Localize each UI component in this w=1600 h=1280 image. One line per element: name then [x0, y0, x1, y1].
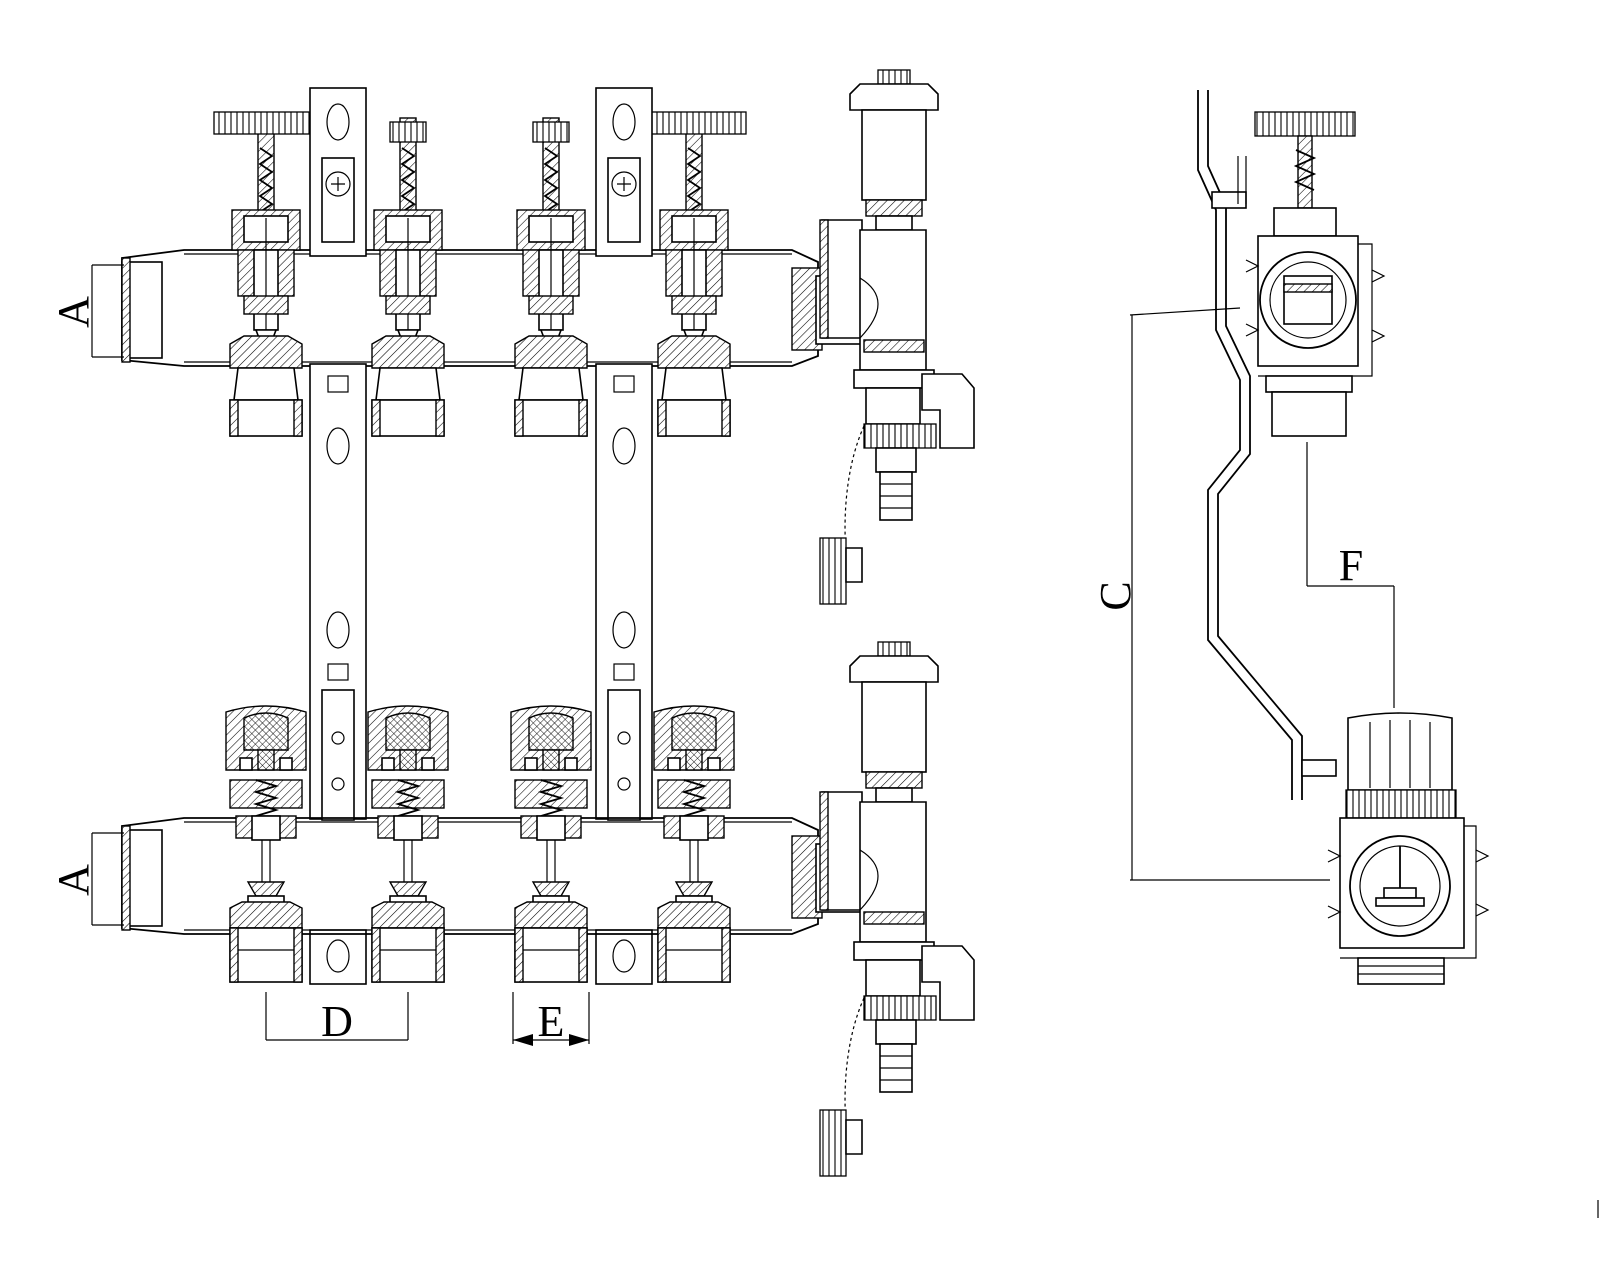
dimension-label-e: E: [538, 997, 565, 1046]
dimension-label-c: C: [1091, 581, 1140, 610]
dimensions: A A C D E F: [49, 264, 1395, 1046]
upper-manifold: [121, 69, 975, 605]
dimension-label-f: F: [1339, 541, 1363, 590]
mounting-brackets: [309, 87, 653, 985]
side-view: [1197, 90, 1490, 985]
dimension-label-d: D: [321, 997, 353, 1046]
dimension-label-a-bottom: A: [49, 864, 98, 896]
dimension-label-a-top: A: [49, 296, 98, 328]
lower-manifold: [121, 641, 975, 1177]
